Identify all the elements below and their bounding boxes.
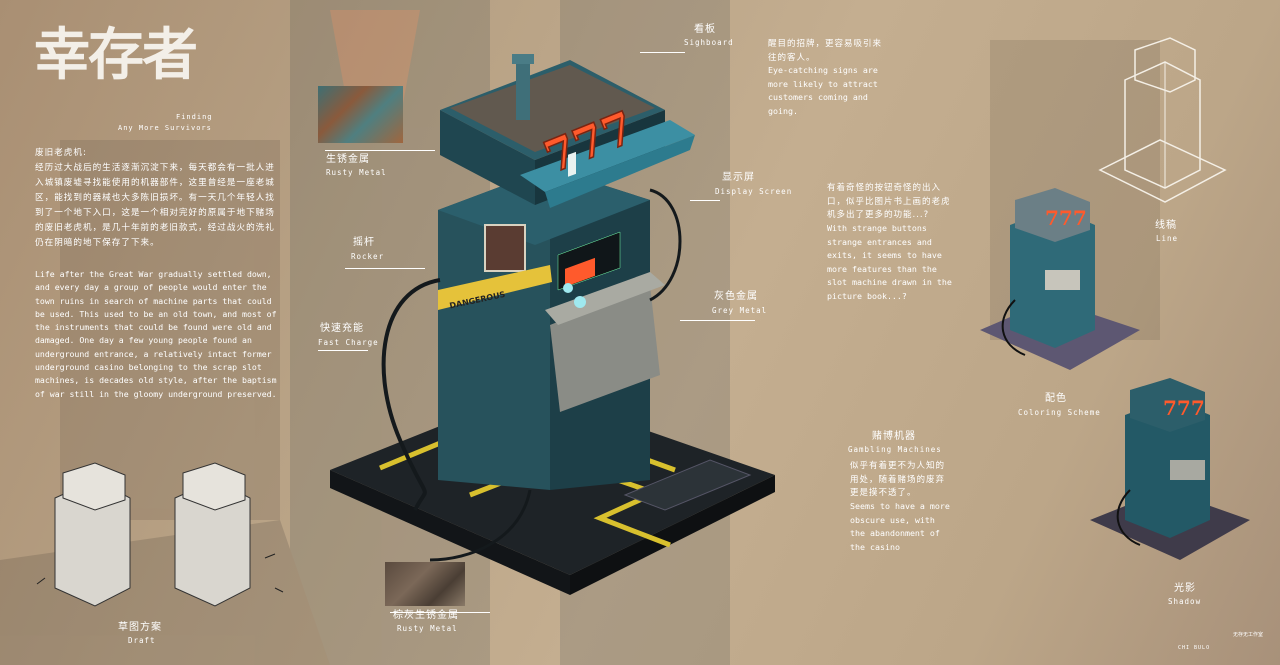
callout-rusty-bottom-en: Rusty Metal xyxy=(397,624,458,633)
callout-rusty-top-cn: 生锈金属 xyxy=(326,154,370,165)
callout-line-display xyxy=(690,200,720,201)
draft-sketches xyxy=(36,462,284,607)
footer-brand-1: CHI BULO xyxy=(1178,645,1211,651)
callout-display-en: Display Screen xyxy=(715,187,793,196)
slot-machine-illustration: 777 DANGEROUS xyxy=(330,54,775,595)
callout-line-rusty-bottom xyxy=(390,612,490,613)
subtitle-survivors: Any More Survivors xyxy=(118,124,212,132)
callout-sighboard-cn: 看板 xyxy=(694,24,716,35)
intro-cn-heading: 废旧老虎机: xyxy=(35,148,87,158)
logo-title: 幸存者 xyxy=(34,22,198,88)
callout-rocker-en: Rocker xyxy=(351,252,385,261)
draft-label-en: Draft xyxy=(128,636,156,645)
callout-rusty-top-en: Rusty Metal xyxy=(326,168,387,177)
intro-cn: 废旧老虎机: 经历过大战后的生活逐渐沉淀下来，每天都会有一批人进入城镇废墟寻找能… xyxy=(35,146,275,251)
callout-line-grey xyxy=(680,320,755,321)
callout-line-sighboard xyxy=(640,52,685,53)
note-gambling-cn: 似乎有着更不为人知的用处，随着赌场的废弃更是摸不透了。 xyxy=(850,461,946,498)
note-sign-cn: 醒目的招牌，更容易吸引来往的客人。 xyxy=(768,39,883,63)
callout-fast-charge-cn: 快速充能 xyxy=(320,323,364,334)
intro-en: Life after the Great War gradually settl… xyxy=(35,269,277,399)
callout-line-rocker xyxy=(345,268,425,269)
note-gambling-title-cn: 赌博机器 xyxy=(872,431,916,442)
footer-brand-2: 无存无工作室 xyxy=(1233,632,1264,638)
shadow-label-cn: 光影 xyxy=(1174,583,1196,594)
rusty-metal-swatch xyxy=(318,86,403,143)
callout-rusty-bottom-cn: 棕灰生锈金属 xyxy=(393,610,459,621)
callout-rocker-cn: 摇杆 xyxy=(353,237,375,248)
note-gambling-title-en: Gambling Machines xyxy=(848,445,942,454)
intro-cn-body: 经历过大战后的生活逐渐沉淀下来，每天都会有一批人进入城镇废墟寻找能使用的机器部件… xyxy=(35,163,275,248)
note-sign-en: Eye-catching signs are more likely to at… xyxy=(768,65,878,116)
line-label-cn: 线稿 xyxy=(1155,220,1177,231)
coloring-label-cn: 配色 xyxy=(1045,393,1067,404)
line-art-thumbnail xyxy=(1098,37,1227,203)
callout-sighboard-en: Sighboard xyxy=(684,38,734,47)
callout-grey-cn: 灰色金属 xyxy=(714,291,758,302)
callout-line-fast-charge xyxy=(318,350,368,351)
line-label-en: Line xyxy=(1156,234,1179,243)
shadow-label-en: Shadow xyxy=(1168,597,1202,606)
svg-text:777: 777 xyxy=(1045,206,1087,230)
draft-label-cn: 草图方案 xyxy=(118,622,162,633)
shadow-thumbnail: 777 xyxy=(1090,378,1250,560)
coloring-scheme-thumbnail: 777 xyxy=(980,188,1140,370)
callout-fast-charge-en: Fast Charge xyxy=(318,338,379,347)
callout-line-rusty-top xyxy=(325,150,435,151)
note-buttons-cn: 有着奇怪的按钮奇怪的出入口，似乎比图片书上画的老虎机多出了更多的功能...? xyxy=(827,183,951,220)
note-gambling-en: Seems to have a more obscure use, with t… xyxy=(850,501,950,552)
subtitle-finding: Finding xyxy=(176,113,213,121)
callout-grey-en: Grey Metal xyxy=(712,306,768,315)
svg-text:777: 777 xyxy=(1163,396,1205,420)
brown-rusty-metal-swatch xyxy=(385,562,465,606)
note-buttons-en: With strange buttons strange entrances a… xyxy=(827,223,952,301)
coloring-label-en: Coloring Scheme xyxy=(1018,408,1101,417)
callout-display-cn: 显示屏 xyxy=(722,172,755,183)
